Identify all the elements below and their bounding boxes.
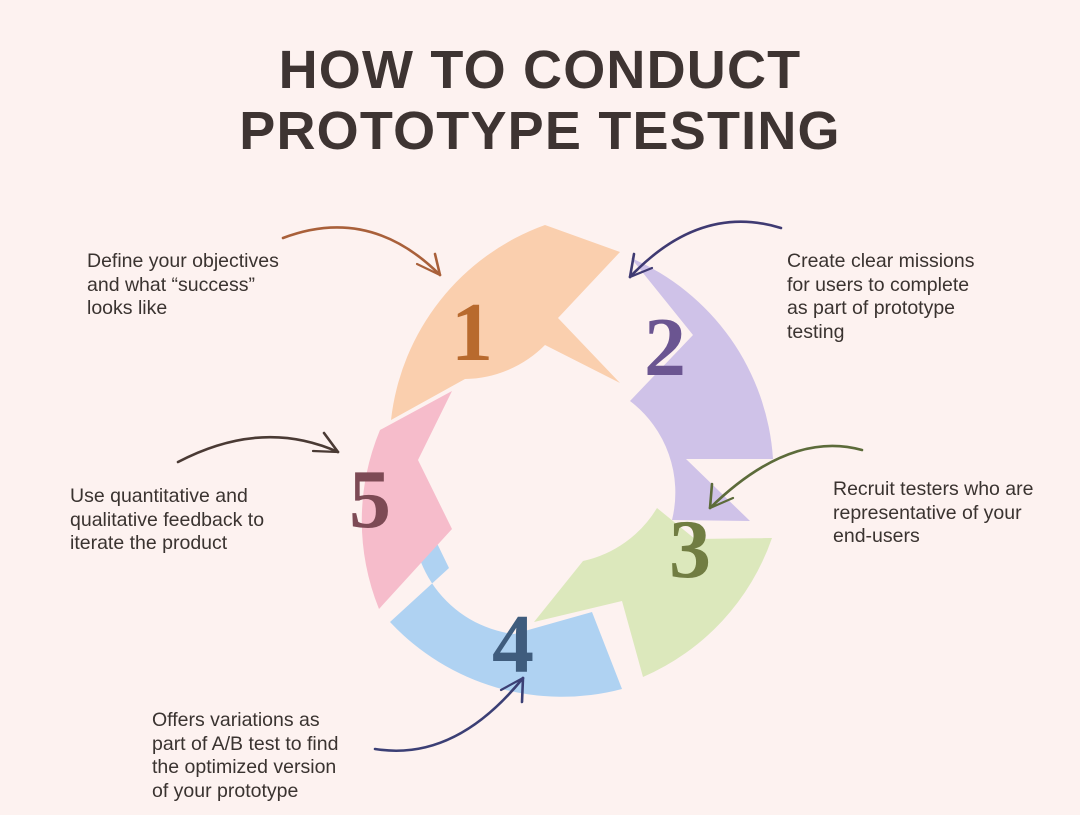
arrow-to-step-3-icon [708,444,864,510]
page-title: HOW TO CONDUCT PROTOTYPE TESTING [0,40,1080,162]
step-3-line-1: Recruit testers who are [833,478,1034,500]
arrow-to-step-5-icon [176,431,340,464]
segment-5-number: 5 [349,453,391,546]
step-2-line-4: testing [787,320,845,343]
segment-4-shape[interactable] [390,498,622,697]
step-4-line-2: part of A/B test to find [152,732,339,755]
segment-3-shape[interactable] [534,508,772,677]
step-2-line-2: for users to complete [787,273,970,296]
segment-1-shape[interactable] [391,225,620,420]
step-4-line-3: the optimized version [152,756,337,778]
segment-2-shape[interactable] [630,258,773,521]
segment-3-number: 3 [669,503,711,596]
step-5-line-2: qualitative feedback to [70,508,265,531]
step-1-line-1: Define your objectives [87,250,279,272]
arrow-to-step-1-icon [281,226,442,277]
step-3-line-2: representative of your [833,501,1022,524]
step-1-line-2: and what “success” [87,273,255,296]
step-5-line-3: iterate the product [70,532,228,554]
segment-4-number: 4 [492,598,534,691]
segment-5-shape[interactable] [361,391,452,609]
title-line-2: PROTOTYPE TESTING [239,101,841,161]
step-5-line-1: Use quantitative and [70,485,248,507]
segment-2-number: 2 [644,301,686,394]
arrow-to-step-2-icon [628,220,783,279]
step-2-description: Create clear missions for users to compl… [787,250,1042,344]
step-2-line-3: as part of prototype [787,297,956,319]
step-3-line-3: end-users [833,525,920,547]
segment-1-number: 1 [451,286,493,379]
step-3-description: Recruit testers who are representative o… [833,478,1068,549]
step-1-description: Define your objectives and what “success… [87,250,337,321]
step-1-line-3: looks like [87,297,168,319]
arrow-to-step-4-icon [373,676,525,753]
step-4-description: Offers variations as part of A/B test to… [152,709,392,803]
step-2-line-1: Create clear missions [787,250,975,272]
title-line-1: HOW TO CONDUCT [278,40,802,100]
step-4-line-1: Offers variations as [152,709,320,731]
step-5-description: Use quantitative and qualitative feedbac… [70,485,310,556]
step-4-line-4: of your prototype [152,779,299,802]
